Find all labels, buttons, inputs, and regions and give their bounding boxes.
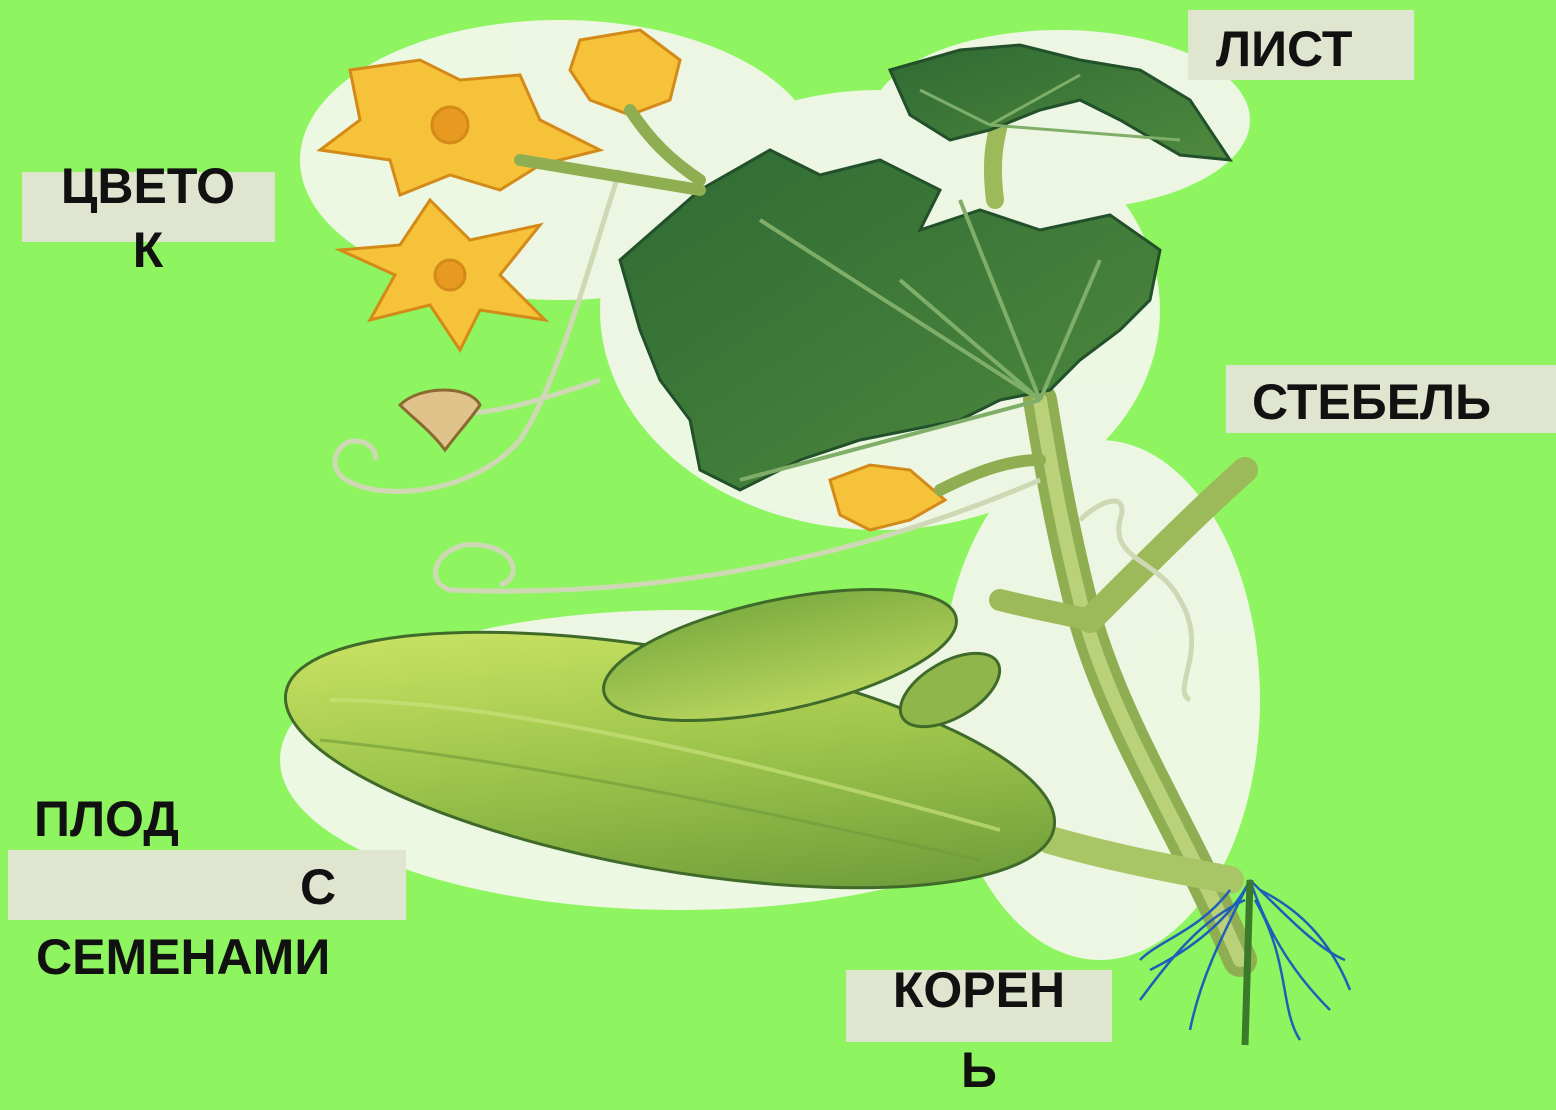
calyx-bud <box>400 390 480 450</box>
cucumber-plant-diagram: ЦВЕТО К ЛИСТ СТЕБЕЛЬ ПЛОД С СЕМЕНАМИ КОР… <box>0 0 1556 1063</box>
leaf-label: ЛИСТ <box>1216 24 1352 74</box>
fruit-label-line3: СЕМЕНАМИ <box>36 932 330 982</box>
fruit-label-line2: С <box>300 862 336 912</box>
stem-label: СТЕБЕЛЬ <box>1252 377 1491 427</box>
fruit-label-box <box>8 850 406 920</box>
fruit-label-line1: ПЛОД <box>34 794 179 844</box>
flower-label: ЦВЕТО К <box>48 154 248 282</box>
tap-root <box>1245 880 1250 1045</box>
root-label: КОРЕН Ь <box>874 950 1084 1110</box>
